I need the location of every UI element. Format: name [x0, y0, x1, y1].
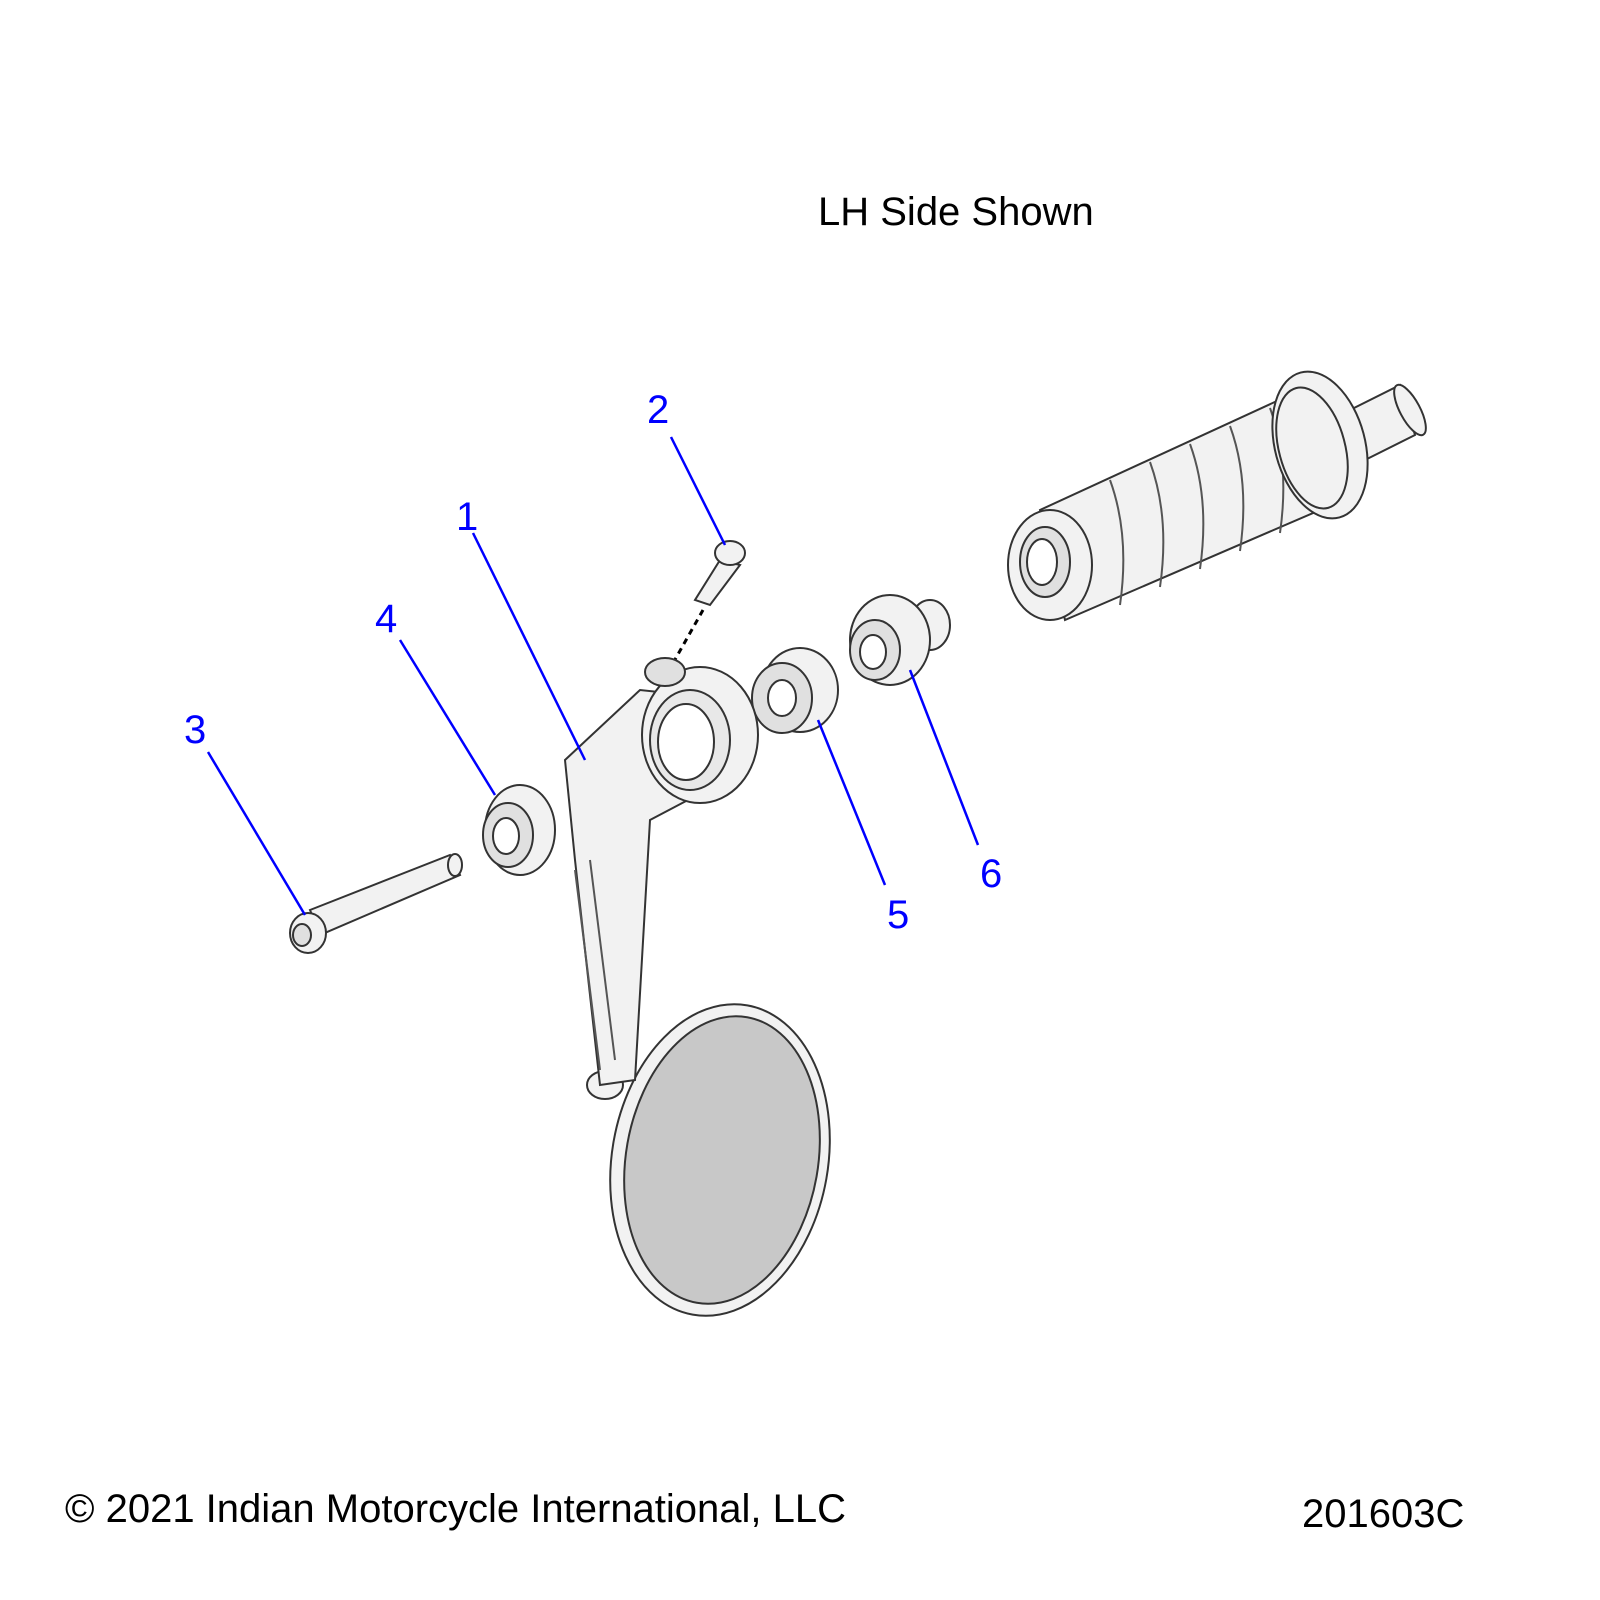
callout-3: 3 [184, 708, 207, 752]
part-3-bolt [289, 853, 463, 954]
callout-4: 4 [375, 597, 398, 641]
part-6-bushing [849, 594, 951, 686]
part-1-mirror [563, 657, 831, 1317]
part-5-insert [751, 647, 839, 734]
callout-5: 5 [887, 893, 910, 937]
part-2-screw [666, 540, 746, 673]
part-4-spacer [482, 784, 556, 876]
leader-lines [206, 436, 980, 916]
handlebar-grip [1007, 370, 1427, 622]
copyright-text: © 2021 Indian Motorcycle International, … [65, 1487, 847, 1531]
callout-2: 2 [647, 388, 670, 432]
callout-6: 6 [980, 852, 1003, 896]
diagram-code: 201603C [1302, 1492, 1465, 1536]
callout-1: 1 [456, 495, 479, 539]
diagram-note: LH Side Shown [818, 190, 1094, 234]
